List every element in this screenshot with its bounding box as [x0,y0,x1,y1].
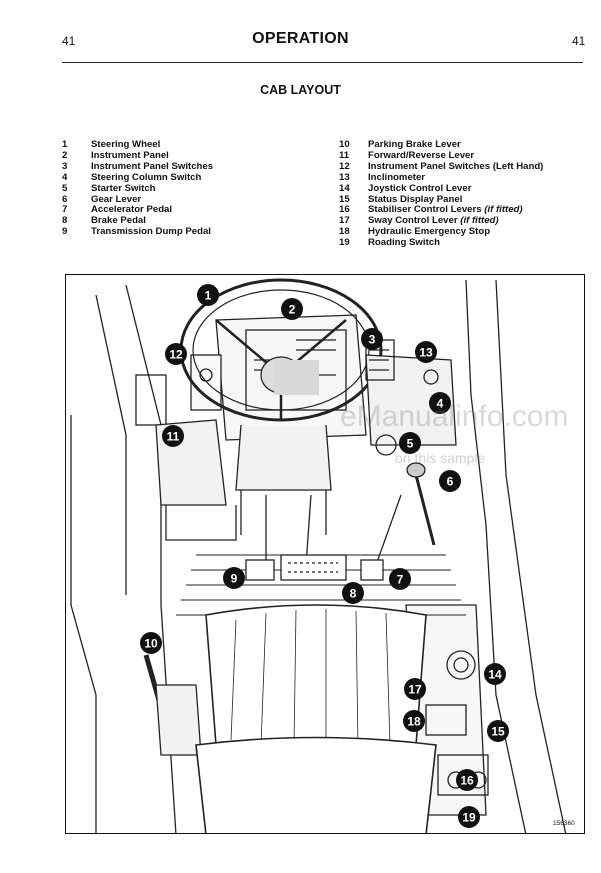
page-header: 41 OPERATION 41 [0,30,601,50]
svg-text:10: 10 [144,637,158,651]
callout-10: 10 [140,632,162,654]
callout-15: 15 [487,720,509,742]
callout-11: 11 [162,425,184,447]
svg-text:6: 6 [447,475,454,489]
callout-5: 5 [399,432,421,454]
callout-9: 9 [223,567,245,589]
callout-1: 1 [197,284,219,306]
svg-text:7: 7 [397,573,404,587]
svg-text:18: 18 [407,715,421,729]
svg-text:5: 5 [407,437,414,451]
callout-7: 7 [389,568,411,590]
svg-text:2: 2 [289,303,296,317]
header-rule [62,62,583,63]
callout-12: 12 [165,343,187,365]
callout-2: 2 [281,298,303,320]
callout-13: 13 [415,341,437,363]
callout-4: 4 [429,392,451,414]
callout-17: 17 [404,678,426,700]
callout-6: 6 [439,470,461,492]
svg-text:13: 13 [419,346,433,360]
svg-text:19: 19 [462,811,476,825]
callout-19: 19 [458,806,480,828]
page-number-left: 41 [62,34,76,48]
callout-3: 3 [361,328,383,350]
svg-text:17: 17 [408,683,422,697]
page-number-right: 41 [572,34,586,48]
callout-18: 18 [403,710,425,732]
svg-text:1: 1 [205,289,212,303]
section-title: OPERATION [252,30,349,47]
svg-text:4: 4 [437,397,444,411]
svg-text:11: 11 [167,430,180,444]
callout-16: 16 [456,769,478,791]
svg-text:3: 3 [369,333,376,347]
page-subtitle: CAB LAYOUT [260,83,341,97]
svg-text:15: 15 [491,725,505,739]
callout-8: 8 [342,582,364,604]
watermark-main: eManualinfo.com [340,400,569,433]
callout-14: 14 [484,663,506,685]
cab-line-drawing [70,278,567,833]
svg-text:16: 16 [460,774,474,788]
svg-text:8: 8 [350,587,357,601]
svg-text:9: 9 [231,572,238,586]
svg-text:14: 14 [488,668,502,682]
svg-text:12: 12 [169,348,183,362]
watermark-note: on this sample [395,450,486,466]
figure-code: 156360 [553,820,575,827]
